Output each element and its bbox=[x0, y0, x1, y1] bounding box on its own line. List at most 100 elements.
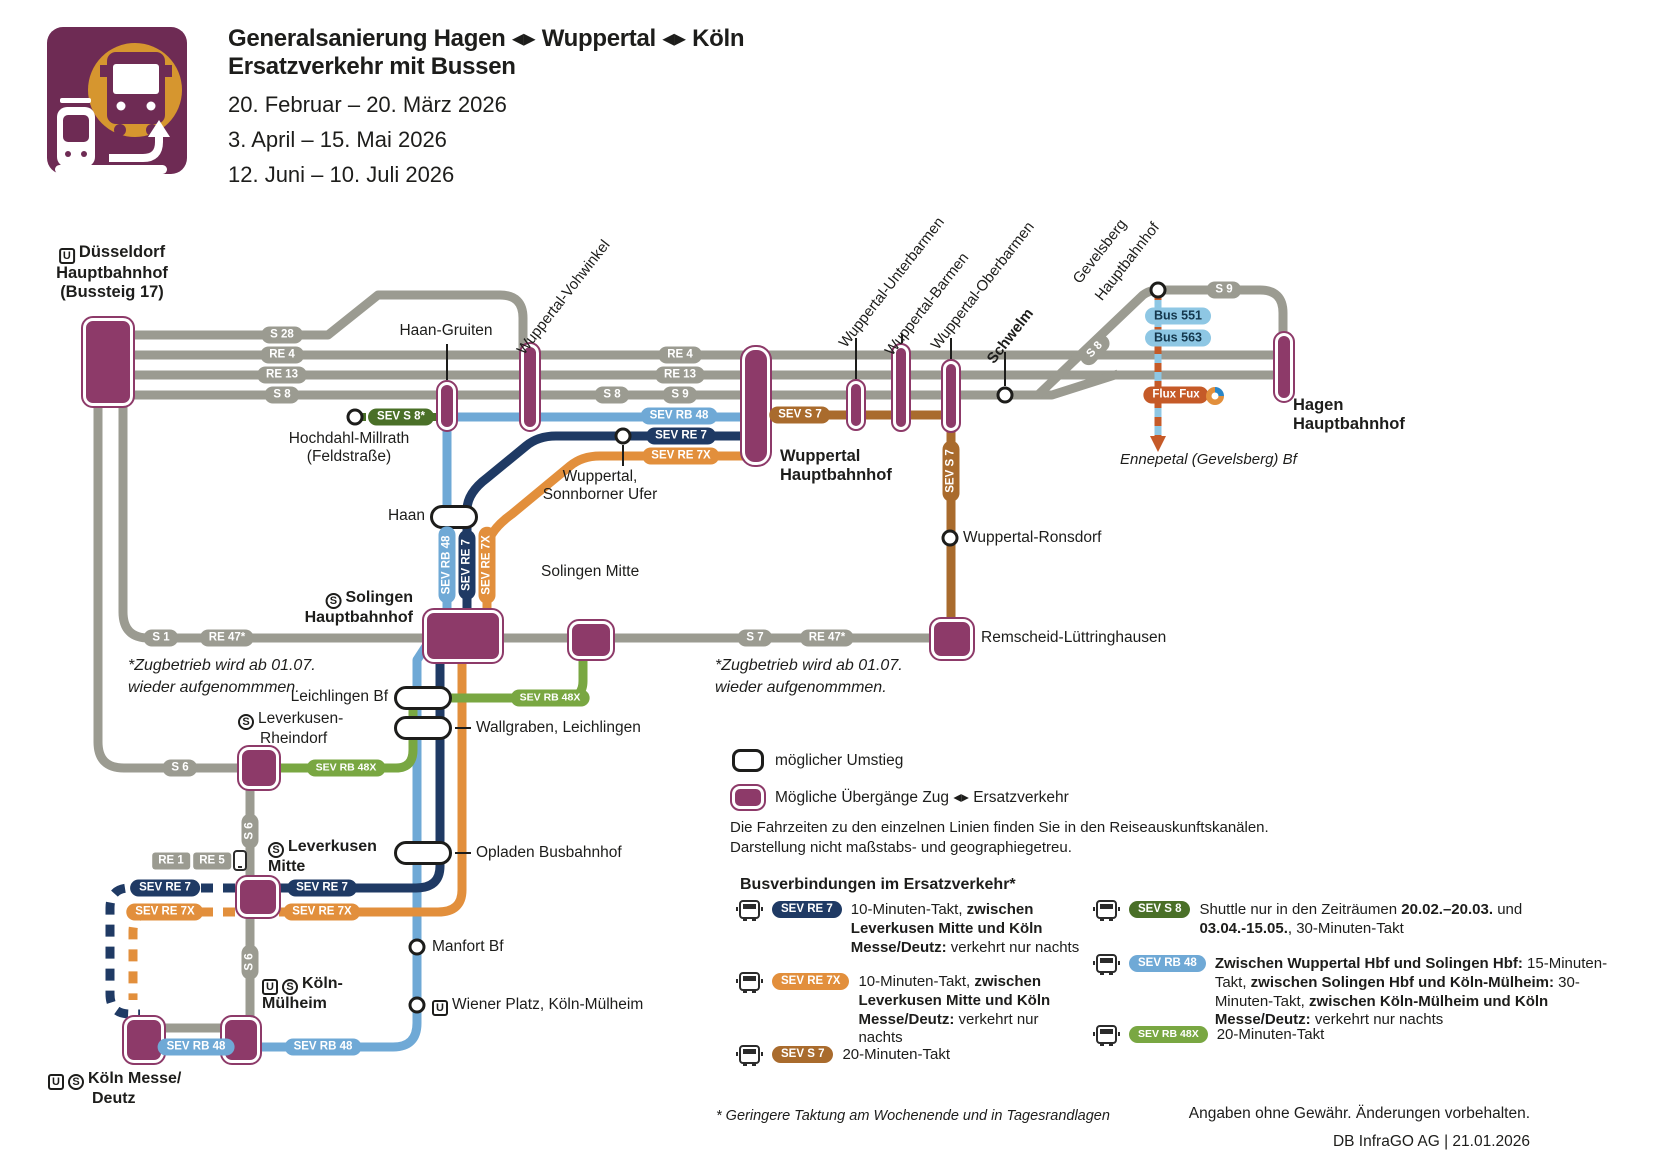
label-manfort-bf: Manfort Bf bbox=[432, 938, 504, 955]
stop-hochdahl-millrath bbox=[346, 408, 364, 426]
badge-sev-rb48x-west: SEV RB 48X bbox=[306, 759, 386, 777]
page-title: Generalsanierung Hagen ◂▸ Wuppertal ◂▸ K… bbox=[228, 25, 745, 52]
badge-bus-563: Bus 563 bbox=[1145, 329, 1211, 347]
badge-sev-rb48-dashed: SEV RB 48 bbox=[157, 1038, 235, 1056]
badge-sev-rb48-south: SEV RB 48 bbox=[284, 1038, 362, 1056]
badge-sev-re7x-south: SEV RE 7X bbox=[283, 903, 361, 921]
footer-disclaimer: Angaben ohne Gewähr. Änderungen vorbehal… bbox=[1188, 1105, 1530, 1150]
u-bahn-icon: U bbox=[262, 979, 278, 995]
bus-icon bbox=[736, 1045, 763, 1067]
badge-sev-rb48-legend: SEV RB 48 bbox=[1129, 955, 1206, 972]
note-zugbetrieb-left: *Zugbetrieb wird ab 01.07. wieder aufgen… bbox=[128, 657, 316, 696]
label-opladen: Opladen Busbahnhof bbox=[476, 844, 622, 861]
badge-sev-re7x-vertical: SEV RE 7X bbox=[478, 526, 496, 604]
date-range-1: 20. Februar – 20. März 2026 bbox=[228, 92, 507, 117]
bus-row-sev-rb48: SEV RB 48 Zwischen Wuppertal Hbf und Sol… bbox=[1093, 954, 1613, 1030]
station-leverkusen-rheindorf bbox=[237, 745, 281, 791]
label-ennepetal: Ennepetal (Gevelsberg) Bf bbox=[1120, 451, 1297, 468]
s-bahn-icon: S bbox=[238, 714, 254, 730]
bus-row-text: 20-Minuten-Takt bbox=[842, 1046, 951, 1063]
phone-icon bbox=[233, 850, 247, 871]
u-bahn-icon: U bbox=[48, 1074, 64, 1090]
date-range-3: 12. Juni – 10. Juli 2026 bbox=[228, 162, 455, 187]
badge-re47-mid: RE 47* bbox=[799, 629, 855, 647]
station-wuppertal-oberbarmen bbox=[941, 359, 961, 433]
stop-sonnborner-ufer bbox=[614, 427, 632, 445]
badge-re1: RE 1 bbox=[152, 852, 190, 870]
label-solingen-mitte: Solingen Mitte bbox=[541, 563, 640, 580]
badge-re5: RE 5 bbox=[193, 852, 231, 870]
flux-fux-icon bbox=[1206, 387, 1224, 405]
badge-sev-re7x-mid: SEV RE 7X bbox=[642, 447, 720, 465]
bus-icon bbox=[736, 900, 763, 922]
label-hochdahl-millrath: Hochdahl-Millrath (Feldstraße) bbox=[288, 430, 410, 465]
label-sonnborner-ufer: Wuppertal, Sonnborner Ufer bbox=[542, 468, 658, 503]
badge-sev-rb48x-legend: SEV RB 48X bbox=[1129, 1026, 1208, 1043]
label-leichlingen-bf: Leichlingen Bf bbox=[290, 688, 388, 705]
station-wuppertal-hbf bbox=[740, 345, 772, 467]
badge-s7-mid: S 7 bbox=[737, 629, 773, 647]
label-wuppertal-ronsdorf: Wuppertal-Ronsdorf bbox=[963, 529, 1102, 546]
badge-sev-re7-dashed: SEV RE 7 bbox=[130, 879, 200, 897]
stop-leichlingen-bf bbox=[394, 686, 452, 710]
stop-wallgraben bbox=[394, 716, 452, 740]
stop-wiener-platz bbox=[408, 996, 426, 1014]
bus-info-heading: Busverbindungen im Ersatzverkehr* bbox=[740, 876, 1016, 893]
bus-replacement-logo bbox=[47, 27, 187, 174]
bus-icon bbox=[1093, 900, 1120, 922]
legend-interchange-symbol bbox=[732, 749, 764, 772]
station-remscheid-luettringhausen bbox=[929, 617, 975, 661]
line-sev-re7x-dashed bbox=[128, 907, 235, 1000]
bus-row-sev-re7: SEV RE 7 10-Minuten-Takt, zwischen Lever… bbox=[736, 900, 1081, 957]
u-bahn-icon: U bbox=[58, 248, 75, 264]
badge-s9-top: S 9 bbox=[1206, 281, 1242, 299]
badge-sev-rb48-mid: SEV RB 48 bbox=[640, 407, 718, 425]
date-range-2: 3. April – 15. Mai 2026 bbox=[228, 127, 447, 152]
badge-sev-re7x-dashed: SEV RE 7X bbox=[126, 903, 204, 921]
station-haan-gruiten bbox=[436, 380, 458, 432]
s-bahn-icon: S bbox=[282, 979, 298, 995]
badge-s1: S 1 bbox=[143, 629, 179, 647]
label-haan: Haan bbox=[387, 507, 425, 524]
bus-row-sev-re7x: SEV RE 7X 10-Minuten-Takt, zwischen Leve… bbox=[736, 972, 1081, 1048]
badge-flux-fux: Flux Fux bbox=[1143, 386, 1209, 404]
badge-s6: S 6 bbox=[162, 759, 198, 777]
badge-s6-vertical-2: S 6 bbox=[241, 944, 259, 980]
line-sev-re7-dashed bbox=[105, 883, 235, 1019]
bus-icon bbox=[736, 972, 763, 994]
badge-s6-vertical-1: S 6 bbox=[241, 813, 259, 849]
station-wuppertal-unterbarmen bbox=[846, 379, 866, 431]
bus-icon bbox=[1093, 1025, 1120, 1047]
badge-re13-mid: RE 13 bbox=[655, 366, 705, 384]
legend-interchange-label: möglicher Umstieg bbox=[775, 752, 904, 769]
badge-s9-mid: S 9 bbox=[662, 386, 698, 404]
gevelsberg-arrowhead bbox=[1150, 436, 1166, 452]
badge-re47-west: RE 47* bbox=[199, 629, 255, 647]
service-dates: 20. Februar – 20. März 2026 3. April – 1… bbox=[228, 87, 744, 192]
stop-gevelsberg-hbf bbox=[1149, 281, 1167, 299]
badge-re4-west: RE 4 bbox=[260, 346, 304, 364]
badge-sev-re7x-legend: SEV RE 7X bbox=[772, 973, 850, 990]
station-duesseldorf-hbf bbox=[81, 316, 135, 408]
legend-transfer-symbol bbox=[730, 784, 766, 811]
legend-info-text: Die Fahrzeiten zu den einzelnen Linien f… bbox=[730, 819, 1269, 857]
badge-sev-re7-mid: SEV RE 7 bbox=[646, 427, 716, 445]
badge-sev-s7-vertical: SEV S 7 bbox=[942, 440, 960, 502]
bus-row-text: 10-Minuten-Takt, zwischen Leverkusen Mit… bbox=[858, 973, 1051, 1047]
bus-row-sev-rb48x: SEV RB 48X 20-Minuten-Takt bbox=[1093, 1025, 1593, 1048]
label-hagen-hbf: Hagen Hauptbahnhof bbox=[1293, 396, 1405, 433]
badge-sev-re7-legend: SEV RE 7 bbox=[772, 901, 842, 918]
legend-transfer-label: Mögliche Übergänge Zug ◂▸ Ersatzverkehr bbox=[775, 789, 1069, 806]
badge-s28: S 28 bbox=[261, 326, 303, 344]
label-remscheid: Remscheid-Lüttringhausen bbox=[981, 629, 1167, 646]
badge-s8-west: S 8 bbox=[264, 386, 300, 404]
label-wuppertal-hbf: Wuppertal Hauptbahnhof bbox=[780, 447, 892, 484]
s-bahn-icon: S bbox=[268, 842, 284, 858]
label-haan-gruiten: Haan-Gruiten bbox=[399, 322, 493, 339]
